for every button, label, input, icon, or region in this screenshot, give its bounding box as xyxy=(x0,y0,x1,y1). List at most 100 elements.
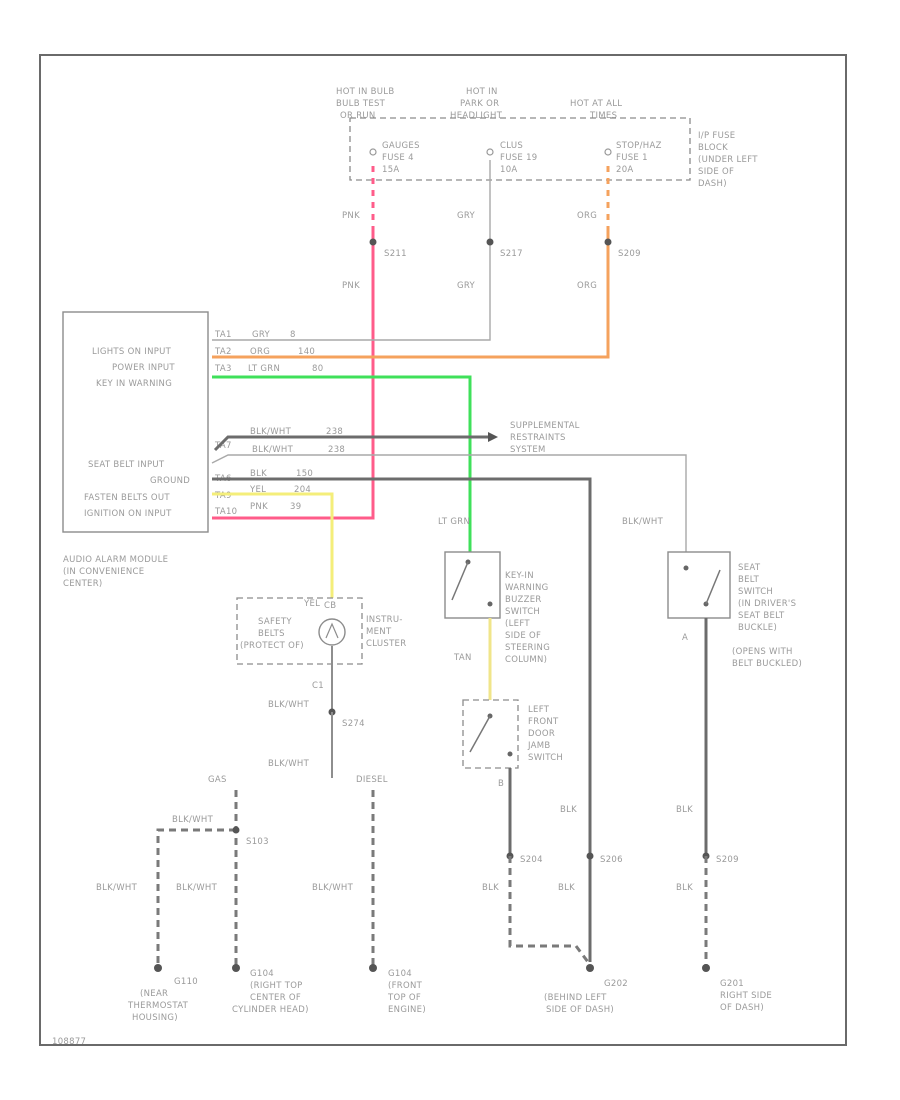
svg-text:FUSE 4: FUSE 4 xyxy=(382,153,414,163)
seat-switch-pin-a: A xyxy=(682,633,688,643)
seat-belt-input-wire xyxy=(211,454,687,552)
splice-s206 xyxy=(586,852,594,860)
ground-g110-label: G110 (NEAR THERMOSTAT HOUSING) xyxy=(127,977,198,1023)
svg-text:COLUMN): COLUMN) xyxy=(505,655,547,665)
svg-text:BELT: BELT xyxy=(738,575,760,585)
seat-switch-label: SEAT BELT SWITCH (IN DRIVER'S SEAT BELT … xyxy=(732,563,802,669)
svg-text:BLK/WHT: BLK/WHT xyxy=(250,427,292,437)
svg-text:OF DASH): OF DASH) xyxy=(720,1003,764,1013)
instrument-cluster xyxy=(236,597,363,665)
key-in-warning-switch xyxy=(444,551,501,619)
cluster-pin-top: CB xyxy=(324,601,336,611)
svg-text:ORG: ORG xyxy=(250,347,270,357)
srs-wire xyxy=(213,435,488,452)
svg-text:G104: G104 xyxy=(250,969,274,979)
label-blkwht-3: BLK/WHT xyxy=(96,883,138,893)
svg-text:GROUND: GROUND xyxy=(150,476,190,486)
ground-g202-icon xyxy=(586,964,594,972)
svg-text:G104: G104 xyxy=(388,969,412,979)
door-switch-label: LEFT FRONT DOOR JAMB SWITCH xyxy=(527,705,563,763)
label-blkwht-1: BLK/WHT xyxy=(268,700,310,710)
svg-text:STEERING: STEERING xyxy=(505,643,550,653)
svg-text:RIGHT SIDE: RIGHT SIDE xyxy=(720,991,772,1001)
label-gry-1: GRY xyxy=(457,211,476,221)
svg-text:CLUS: CLUS xyxy=(500,141,523,151)
svg-text:SWITCH: SWITCH xyxy=(505,607,540,617)
svg-text:SWITCH: SWITCH xyxy=(738,587,773,597)
svg-text:JAMB: JAMB xyxy=(527,741,551,751)
ip-fuse-block xyxy=(349,117,691,181)
ground-g104-gas-label: G104 (RIGHT TOP CENTER OF CYLINDER HEAD) xyxy=(232,969,308,1015)
svg-text:LIGHTS ON INPUT: LIGHTS ON INPUT xyxy=(92,347,172,357)
svg-text:CENTER): CENTER) xyxy=(63,579,103,589)
svg-text:GAUGES: GAUGES xyxy=(382,141,420,151)
left-front-door-jamb-switch xyxy=(462,699,519,769)
splice-s209-top xyxy=(604,238,612,246)
svg-text:BELTS: BELTS xyxy=(258,629,285,639)
variant-diesel-label: DIESEL xyxy=(356,775,388,785)
svg-text:TA2: TA2 xyxy=(214,347,232,357)
svg-text:SIDE OF: SIDE OF xyxy=(505,631,541,641)
svg-text:80: 80 xyxy=(312,364,323,374)
svg-text:POWER INPUT: POWER INPUT xyxy=(112,363,175,373)
svg-text:20A: 20A xyxy=(616,165,634,175)
svg-text:TA1: TA1 xyxy=(214,330,232,340)
label-lt-grn-switch: LT GRN xyxy=(438,517,470,527)
key-switch-contact-bottom xyxy=(487,601,493,607)
splice-s211 xyxy=(369,238,377,246)
blk-ground-wire xyxy=(212,477,592,962)
svg-text:TA3: TA3 xyxy=(214,364,232,374)
label-blkwht-2: BLK/WHT xyxy=(268,759,310,769)
srs-label: SUPPLEMENTAL RESTRAINTS SYSTEM xyxy=(510,421,579,455)
srs-arrow xyxy=(488,432,498,442)
svg-text:ENGINE): ENGINE) xyxy=(388,1005,426,1015)
fuse-header-col3: HOT AT ALL TIMES xyxy=(570,99,622,121)
ground-g104-gas-icon xyxy=(232,964,240,972)
svg-text:39: 39 xyxy=(290,502,301,512)
svg-text:10A: 10A xyxy=(500,165,518,175)
svg-text:(RIGHT TOP: (RIGHT TOP xyxy=(250,981,303,991)
ground-g201-label: G201 RIGHT SIDE OF DASH) xyxy=(720,979,772,1013)
svg-text:TA7: TA7 xyxy=(214,441,232,451)
key-switch-label: KEY-IN WARNING BUZZER SWITCH (LEFT SIDE … xyxy=(505,571,550,665)
svg-text:(IN CONVENIENCE: (IN CONVENIENCE xyxy=(63,567,144,577)
svg-text:BUZZER: BUZZER xyxy=(505,595,542,605)
fuse-header-col1: HOT IN BULB BULB TEST OR RUN xyxy=(336,87,394,121)
seat-switch-blade xyxy=(705,569,721,605)
door-ground-wire xyxy=(508,856,590,963)
svg-text:FASTEN BELTS OUT: FASTEN BELTS OUT xyxy=(84,493,170,503)
ground-g201-icon xyxy=(702,964,710,972)
svg-text:G202: G202 xyxy=(604,979,628,989)
module-caption: AUDIO ALARM MODULE (IN CONVENIENCE CENTE… xyxy=(63,555,168,589)
svg-text:SIDE OF DASH): SIDE OF DASH) xyxy=(546,1005,614,1015)
svg-text:8: 8 xyxy=(290,330,296,340)
svg-text:FUSE 19: FUSE 19 xyxy=(500,153,538,163)
svg-text:YEL: YEL xyxy=(249,485,266,495)
fuse-block-label: I/P FUSE BLOCK (UNDER LEFT SIDE OF DASH) xyxy=(698,131,758,189)
svg-text:BULB TEST: BULB TEST xyxy=(336,99,386,109)
svg-text:GRY: GRY xyxy=(252,330,271,340)
svg-text:DASH): DASH) xyxy=(698,179,727,189)
svg-text:(BEHIND LEFT: (BEHIND LEFT xyxy=(544,993,607,1003)
svg-text:BLK/WHT: BLK/WHT xyxy=(252,445,294,455)
svg-text:(OPENS WITH: (OPENS WITH xyxy=(732,647,793,657)
label-yel-cluster: YEL xyxy=(303,599,320,609)
diagram-frame xyxy=(39,54,847,1046)
key-switch-blade xyxy=(451,561,469,601)
svg-text:IGNITION ON INPUT: IGNITION ON INPUT xyxy=(84,509,172,519)
svg-text:AUDIO ALARM MODULE: AUDIO ALARM MODULE xyxy=(63,555,168,565)
svg-text:I/P FUSE: I/P FUSE xyxy=(698,131,735,141)
svg-text:HOT IN: HOT IN xyxy=(466,87,498,97)
ground-g110-icon xyxy=(154,964,162,972)
door-switch-blade xyxy=(469,715,491,753)
label-tan: TAN xyxy=(453,653,472,663)
label-s209-top: S209 xyxy=(618,249,641,259)
yel-wire xyxy=(212,492,334,598)
svg-text:SEAT BELT INPUT: SEAT BELT INPUT xyxy=(88,460,165,470)
svg-text:HOT IN BULB: HOT IN BULB xyxy=(336,87,394,97)
svg-text:SWITCH: SWITCH xyxy=(528,753,563,763)
fuse-header-col2: HOT IN PARK OR HEADLIGHT xyxy=(450,87,502,121)
svg-text:TA9: TA9 xyxy=(214,491,232,501)
lamp-filament xyxy=(325,622,339,639)
